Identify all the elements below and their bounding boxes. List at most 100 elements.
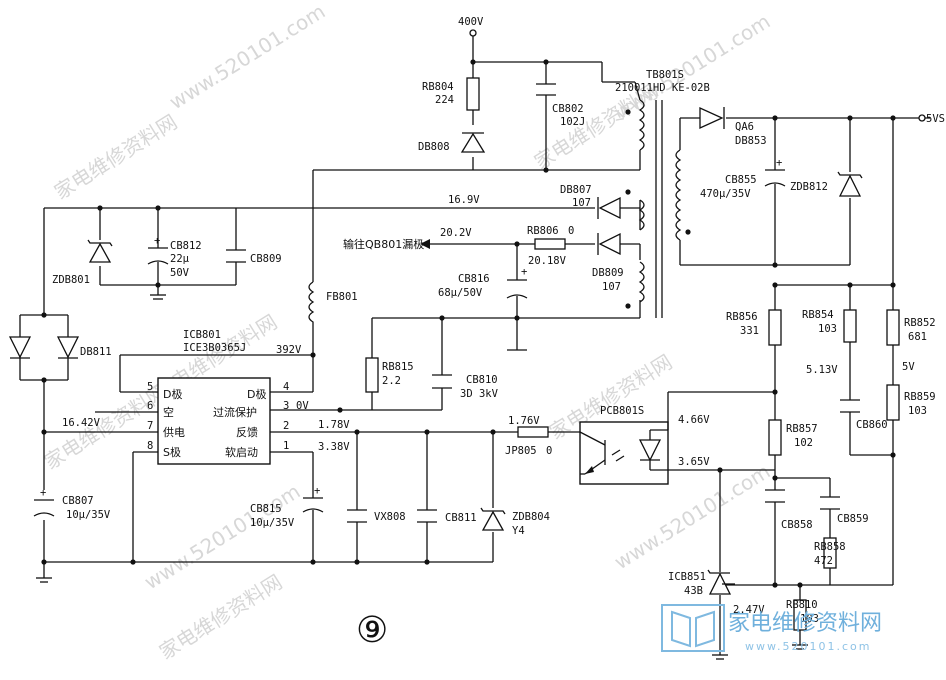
svg-text:PCB801S: PCB801S bbox=[600, 405, 644, 417]
svg-text:210011HD KE-02B: 210011HD KE-02B bbox=[615, 82, 710, 94]
resistor-rb857: RB857 102 bbox=[768, 419, 818, 456]
svg-text:+: + bbox=[776, 157, 782, 169]
diode-db811: DB811 bbox=[8, 336, 112, 359]
svg-text:JP805: JP805 bbox=[505, 445, 537, 457]
transformer-tb801s: TB801S 210011HD KE-02B bbox=[615, 69, 710, 318]
svg-text:103: 103 bbox=[800, 613, 819, 625]
capacitor-cb855: + CB855 470μ/35V bbox=[700, 157, 786, 200]
svg-text:RB859: RB859 bbox=[904, 391, 936, 403]
svg-text:CB812: CB812 bbox=[170, 240, 202, 252]
svg-text:DB853: DB853 bbox=[735, 135, 767, 147]
junctions bbox=[41, 59, 896, 588]
svg-text:+: + bbox=[521, 266, 527, 278]
voltage-3-38v: 3.38V bbox=[318, 441, 350, 453]
capacitor-cb807: + CB807 10μ/35V bbox=[33, 487, 111, 521]
voltage-5-13v: 5.13V bbox=[806, 364, 838, 376]
diode-db807: DB807 107 bbox=[560, 184, 621, 220]
svg-text:+: + bbox=[314, 485, 320, 497]
resistor-rb810: RB810 103 bbox=[786, 599, 819, 631]
svg-text:RB856: RB856 bbox=[726, 311, 758, 323]
svg-text:3D 3kV: 3D 3kV bbox=[460, 388, 499, 400]
svg-text:⑨: ⑨ bbox=[356, 610, 388, 651]
voltage-3-65v: 3.65V bbox=[678, 456, 710, 468]
svg-text:RB810: RB810 bbox=[786, 599, 818, 611]
capacitor-cb809: CB809 bbox=[226, 249, 282, 265]
resistor-rb854: RB854 103 bbox=[802, 309, 857, 343]
diode-qa6: QA6 DB853 bbox=[699, 106, 767, 147]
diode-db809: DB809 107 bbox=[592, 232, 624, 293]
svg-text:CB809: CB809 bbox=[250, 253, 282, 265]
svg-text:ICB851: ICB851 bbox=[668, 571, 706, 583]
svg-text:22μ: 22μ bbox=[170, 253, 190, 265]
rail-400v: 400V bbox=[458, 16, 484, 37]
svg-text:DB811: DB811 bbox=[80, 346, 112, 358]
regulator-icb851: ICB851 43B bbox=[668, 569, 735, 597]
capacitor-vx808: VX808 bbox=[347, 509, 406, 523]
svg-text:RB854: RB854 bbox=[802, 309, 834, 321]
capacitor-cb816: + CB816 68μ/50V bbox=[438, 266, 528, 351]
svg-text:224: 224 bbox=[435, 94, 454, 106]
svg-text:5: 5 bbox=[147, 381, 153, 393]
svg-text:CB807: CB807 bbox=[62, 495, 94, 507]
svg-text:10μ/35V: 10μ/35V bbox=[66, 509, 111, 521]
svg-text:RB804: RB804 bbox=[422, 81, 454, 93]
svg-text:RB852: RB852 bbox=[904, 317, 936, 329]
svg-text:D极: D极 bbox=[163, 387, 182, 401]
voltage-5v: 5V bbox=[902, 361, 915, 373]
svg-text:392V: 392V bbox=[276, 344, 302, 356]
svg-text:RB815: RB815 bbox=[382, 361, 414, 373]
output-note: 输往QB801漏极 bbox=[343, 237, 424, 251]
svg-text:102: 102 bbox=[794, 437, 813, 449]
voltage-1-76v: 1.76V bbox=[508, 415, 540, 427]
svg-text:102J: 102J bbox=[560, 116, 585, 128]
wires bbox=[19, 36, 930, 655]
svg-text:470μ/35V: 470μ/35V bbox=[700, 188, 751, 200]
svg-text:CB815: CB815 bbox=[250, 503, 282, 515]
zener-zdb812: ZDB812 bbox=[790, 171, 863, 197]
svg-text:软启动: 软启动 bbox=[225, 445, 258, 459]
svg-text:331: 331 bbox=[740, 325, 759, 337]
rail-5vs: 5VS bbox=[918, 113, 945, 125]
resistor-rb804: RB804 224 bbox=[422, 77, 480, 111]
svg-text:2: 2 bbox=[283, 420, 289, 432]
watermark-layer: 家电维修资料网 www.520101.com 家电维修资料网 www.52010… bbox=[40, 0, 775, 664]
svg-text:Y4: Y4 bbox=[512, 525, 525, 537]
svg-text:CB810: CB810 bbox=[466, 374, 498, 386]
svg-text:VX808: VX808 bbox=[374, 511, 406, 523]
svg-text:103: 103 bbox=[818, 323, 837, 335]
svg-text:ICB801: ICB801 bbox=[183, 329, 221, 341]
capacitor-cb811: CB811 bbox=[417, 509, 477, 524]
capacitor-cb859: CB859 bbox=[820, 496, 869, 525]
svg-text:8: 8 bbox=[147, 440, 153, 452]
resistor-rb852: RB852 681 bbox=[886, 309, 936, 346]
svg-text:反馈: 反馈 bbox=[236, 426, 258, 439]
svg-text:RB857: RB857 bbox=[786, 423, 818, 435]
svg-text:S极: S极 bbox=[163, 445, 181, 459]
svg-text:103: 103 bbox=[908, 405, 927, 417]
voltage-0v: 0V bbox=[296, 400, 309, 412]
resistor-rb856: RB856 331 bbox=[726, 309, 782, 346]
ic-icb801: ICB801 ICE3B0365J 5 6 7 8 D极 空 供电 S极 D极 … bbox=[147, 329, 289, 465]
svg-text:ZDB801: ZDB801 bbox=[52, 274, 90, 286]
voltage-2-47v: 2.47V bbox=[733, 604, 765, 616]
svg-text:FB801: FB801 bbox=[326, 291, 358, 303]
svg-text:ZDB812: ZDB812 bbox=[790, 181, 828, 193]
voltage-labels: 16.9V 20.2V 20.18V 16.42V 0V 1.78V 3.38V… bbox=[62, 194, 915, 616]
svg-text:RB806: RB806 bbox=[527, 225, 559, 237]
svg-text:50V: 50V bbox=[170, 267, 190, 279]
svg-text:TB801S: TB801S bbox=[646, 69, 684, 81]
watermark-url: www.520101.com bbox=[165, 0, 330, 114]
svg-text:7: 7 bbox=[147, 420, 153, 432]
svg-text:107: 107 bbox=[572, 197, 591, 209]
svg-text:0: 0 bbox=[568, 225, 574, 237]
svg-text:DB809: DB809 bbox=[592, 267, 624, 279]
capacitor-cb812: + CB812 22μ 50V bbox=[147, 235, 202, 300]
svg-text:681: 681 bbox=[908, 331, 927, 343]
capacitor-cb810: CB810 3D 3kV bbox=[432, 374, 499, 400]
svg-text:供电: 供电 bbox=[163, 425, 185, 439]
capacitor-cb860: CB860 bbox=[840, 399, 888, 431]
watermark-text: 家电维修资料网 bbox=[155, 570, 286, 665]
svg-text:CB860: CB860 bbox=[856, 419, 888, 431]
ground-symbols bbox=[36, 577, 808, 660]
